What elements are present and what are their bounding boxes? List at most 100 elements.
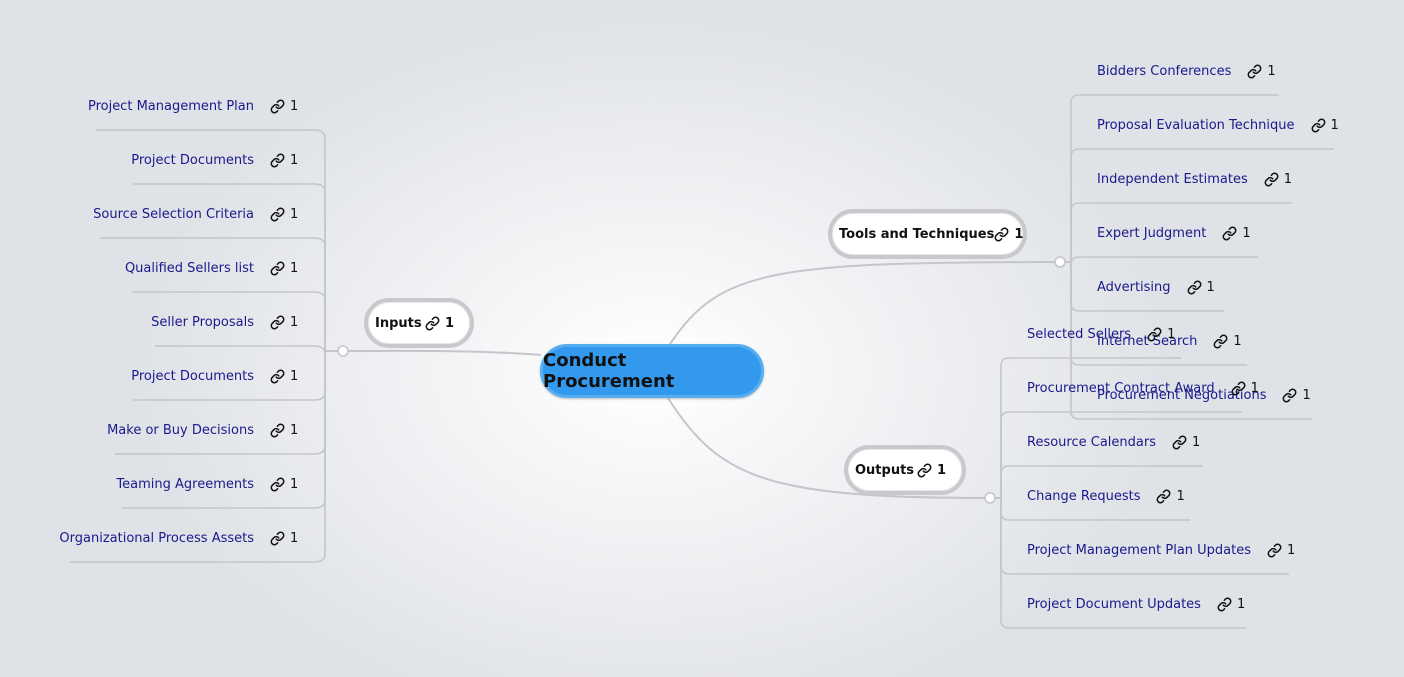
link-badge[interactable]: 1 (1187, 280, 1215, 295)
link-badge[interactable]: 1 (270, 315, 298, 330)
leaf-label: Selected Sellers (1027, 326, 1132, 342)
link-count: 1 (290, 368, 299, 384)
link-badge[interactable]: 1 (270, 207, 298, 222)
link-badge[interactable]: 1 (270, 261, 298, 276)
leaf-label: Procurement Negotiations (1097, 387, 1267, 403)
link-badge[interactable]: 1 (270, 477, 298, 492)
leaf-label: Project Document Updates (1027, 596, 1201, 612)
link-icon (270, 423, 285, 437)
link-badge[interactable]: 1 (425, 316, 454, 331)
link-icon (270, 153, 285, 167)
link-icon (270, 531, 285, 545)
leaf-topic[interactable]: Independent Estimates 1 (1097, 169, 1292, 189)
link-count: 1 (290, 260, 299, 276)
connector-line (1060, 261, 1312, 420)
leaf-label: Change Requests (1027, 488, 1141, 504)
link-icon (1157, 489, 1171, 503)
leaf-label: Advertising (1097, 279, 1171, 295)
link-badge[interactable]: 1 (1213, 334, 1242, 349)
link-count: 1 (1014, 226, 1024, 242)
leaf-topic[interactable]: Selected Sellers 1 (1027, 324, 1175, 344)
link-count: 1 (1330, 117, 1339, 133)
connector-line (100, 237, 343, 352)
link-count: 1 (290, 98, 299, 114)
link-badge[interactable]: 1 (1282, 387, 1311, 403)
link-badge[interactable]: 1 (1311, 118, 1339, 133)
link-icon (1187, 280, 1201, 294)
leaf-label: Teaming Agreements (116, 476, 254, 492)
central-topic[interactable]: Conduct Procurement (540, 344, 764, 398)
leaf-topic[interactable]: Procurement Contract Award 1 (1027, 378, 1259, 398)
link-count: 1 (1176, 488, 1185, 504)
leaf-topic[interactable]: Seller Proposals 1 (151, 312, 298, 332)
link-badge[interactable]: 1 (270, 369, 298, 384)
leaf-label: Proposal Evaluation Technique (1097, 117, 1295, 133)
leaf-topic[interactable]: Proposal Evaluation Technique 1 (1097, 115, 1339, 135)
connector-line (990, 497, 1246, 629)
link-icon (270, 99, 285, 113)
branch-inputs[interactable]: Inputs 1 (364, 298, 474, 348)
collapse-toggle[interactable] (337, 345, 349, 357)
branch-outputs[interactable]: Outputs 1 (844, 445, 966, 495)
link-badge[interactable]: 1 (1147, 327, 1175, 342)
leaf-topic[interactable]: Teaming Agreements 1 (116, 474, 298, 494)
link-icon (994, 227, 1009, 241)
leaf-label: Seller Proposals (151, 314, 254, 330)
link-badge[interactable]: 1 (270, 153, 298, 168)
leaf-label: Qualified Sellers list (124, 260, 254, 276)
link-count: 1 (1206, 279, 1215, 295)
link-count: 1 (1283, 171, 1293, 187)
link-badge[interactable]: 1 (1156, 488, 1185, 504)
leaf-label: Independent Estimates (1097, 171, 1248, 187)
leaf-topic[interactable]: Make or Buy Decisions 1 (107, 420, 298, 440)
leaf-topic[interactable]: Change Requests 1 (1027, 486, 1185, 506)
link-icon (1147, 327, 1162, 341)
link-badge[interactable]: 1 (917, 463, 946, 478)
link-count: 1 (1267, 63, 1276, 79)
collapse-toggle[interactable] (984, 492, 996, 504)
leaf-label: Make or Buy Decisions (107, 422, 254, 438)
link-badge[interactable]: 1 (1267, 543, 1295, 558)
link-count: 1 (290, 314, 299, 330)
link-badge[interactable]: 1 (1217, 597, 1245, 612)
link-badge[interactable]: 1 (994, 227, 1023, 242)
link-icon (1283, 388, 1297, 402)
link-badge[interactable]: 1 (1172, 435, 1200, 450)
branch-tools-and-techniques[interactable]: Tools and Techniques 1 (828, 209, 1027, 259)
link-count: 1 (290, 530, 299, 546)
link-icon (1267, 543, 1282, 557)
link-badge[interactable]: 1 (270, 423, 298, 438)
link-badge[interactable]: 1 (1247, 63, 1276, 79)
leaf-topic[interactable]: Project Document Updates 1 (1027, 594, 1245, 614)
connector-line (342, 349, 542, 356)
link-count: 1 (1167, 326, 1176, 342)
link-badge[interactable]: 1 (1222, 226, 1251, 241)
branch-label: Inputs (375, 315, 422, 331)
link-badge[interactable]: 1 (1264, 172, 1292, 187)
connector-line (133, 183, 343, 352)
link-badge[interactable]: 1 (1231, 381, 1259, 396)
link-count: 1 (1302, 387, 1311, 403)
collapse-toggle[interactable] (1054, 256, 1066, 268)
connector-line (990, 357, 1181, 499)
link-badge[interactable]: 1 (270, 99, 298, 114)
leaf-topic[interactable]: Procurement Negotiations 1 (1097, 385, 1311, 405)
leaf-topic[interactable]: Advertising 1 (1097, 277, 1215, 297)
link-icon (1311, 118, 1325, 132)
leaf-label: Procurement Contract Award (1027, 380, 1215, 396)
link-count: 1 (1236, 596, 1246, 612)
connector-line (155, 345, 343, 355)
link-badge[interactable]: 1 (270, 531, 298, 546)
leaf-topic[interactable]: Qualified Sellers list 1 (124, 258, 298, 278)
link-icon (270, 207, 285, 221)
